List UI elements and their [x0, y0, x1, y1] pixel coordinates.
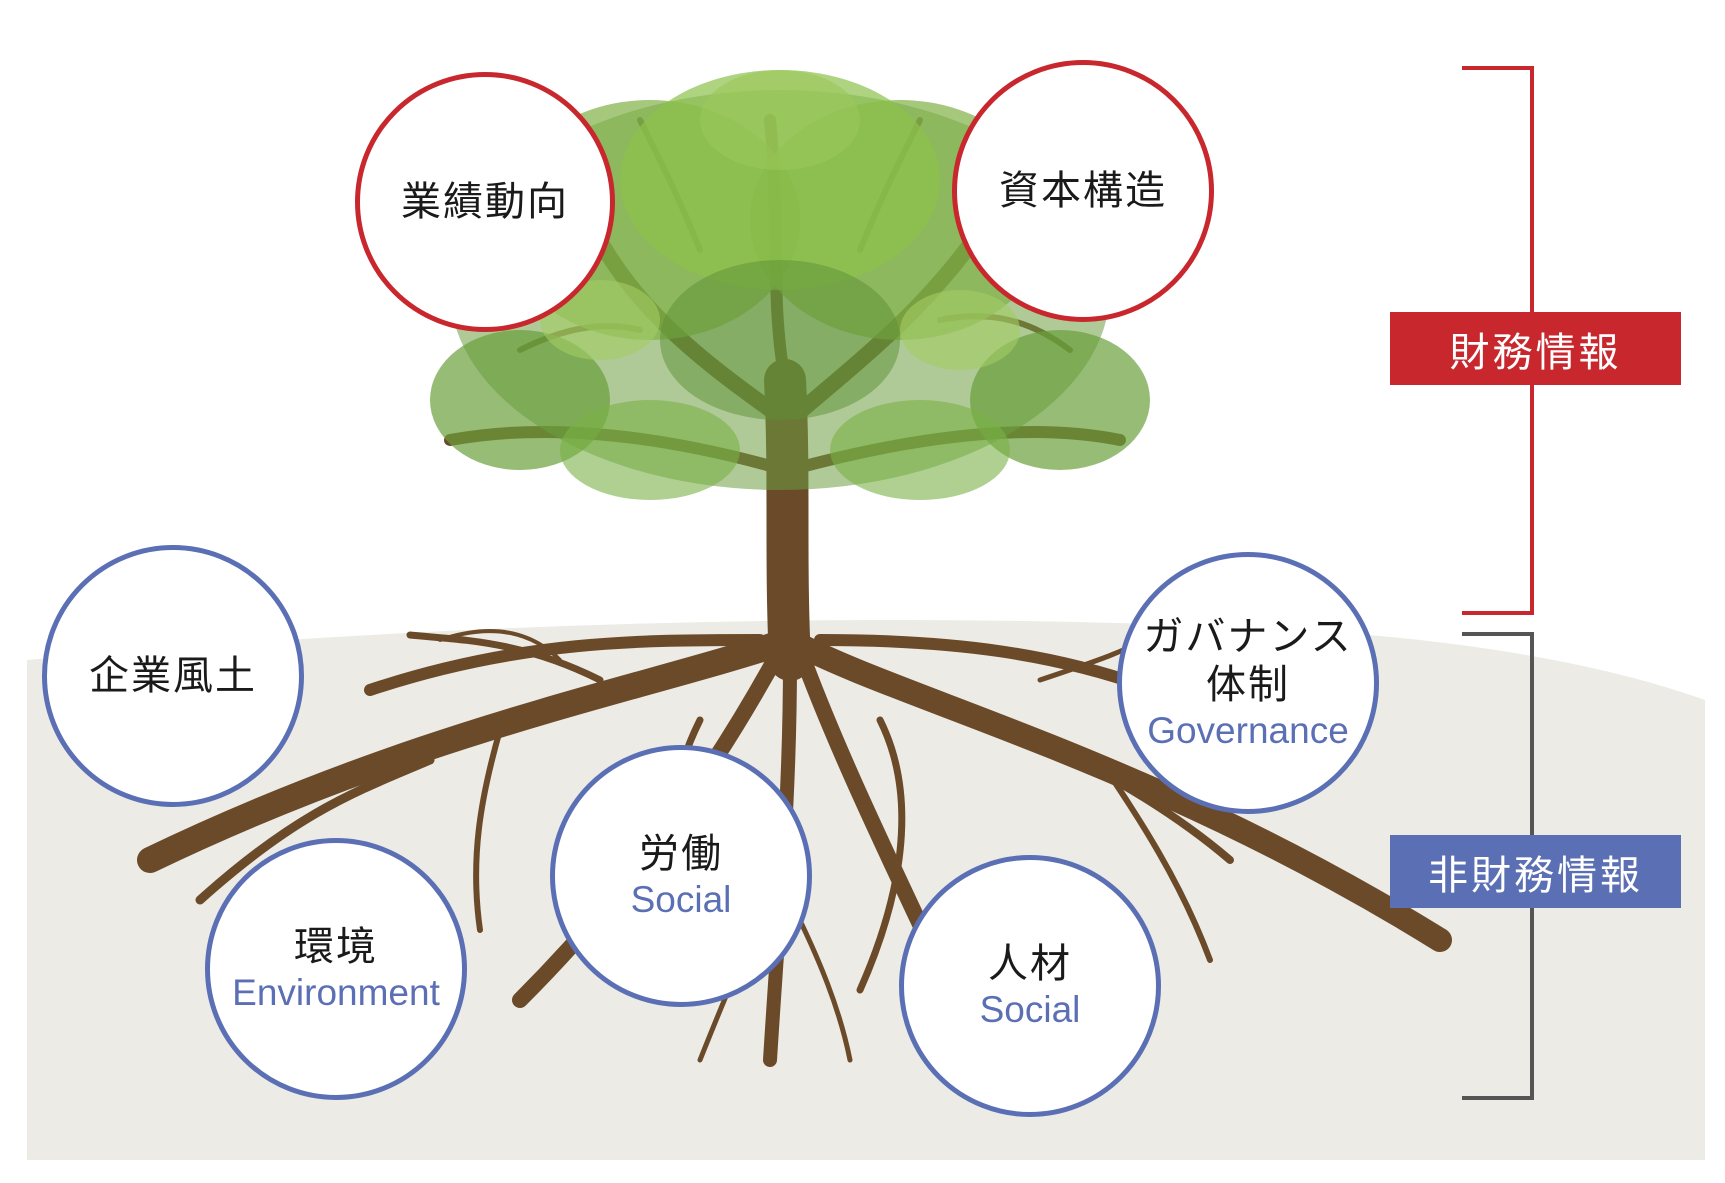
circle-label-en: Governance	[1147, 709, 1349, 751]
circle-label-jp: ガバナンス	[1143, 613, 1353, 660]
non-financial-info-label: 非財務情報	[1390, 835, 1681, 908]
circle-capital-structure: 資本構造	[952, 60, 1214, 322]
circle-environment: 環境 Environment	[205, 838, 467, 1100]
circle-label-en: Social	[630, 878, 732, 920]
circle-human-resources: 人材 Social	[899, 855, 1161, 1117]
circle-label-en: Social	[979, 988, 1081, 1030]
circle-label-jp-line2: 体制	[1206, 661, 1290, 708]
circle-label-en: Environment	[232, 971, 440, 1013]
financial-info-label: 財務情報	[1390, 312, 1681, 385]
circle-label-jp: 労働	[639, 830, 723, 877]
circle-label-jp: 業績動向	[401, 179, 569, 225]
circle-labor: 労働 Social	[550, 745, 812, 1007]
circle-governance: ガバナンス 体制 Governance	[1117, 552, 1379, 814]
circle-label-jp: 資本構造	[999, 168, 1167, 214]
circle-label-jp: 環境	[294, 923, 378, 970]
circle-label-jp: 企業風土	[89, 653, 257, 699]
circle-business-performance: 業績動向	[355, 72, 615, 332]
tree-leaves	[430, 70, 1150, 500]
circle-label-jp: 人材	[988, 940, 1072, 987]
circle-corporate-culture: 企業風土	[42, 545, 304, 807]
